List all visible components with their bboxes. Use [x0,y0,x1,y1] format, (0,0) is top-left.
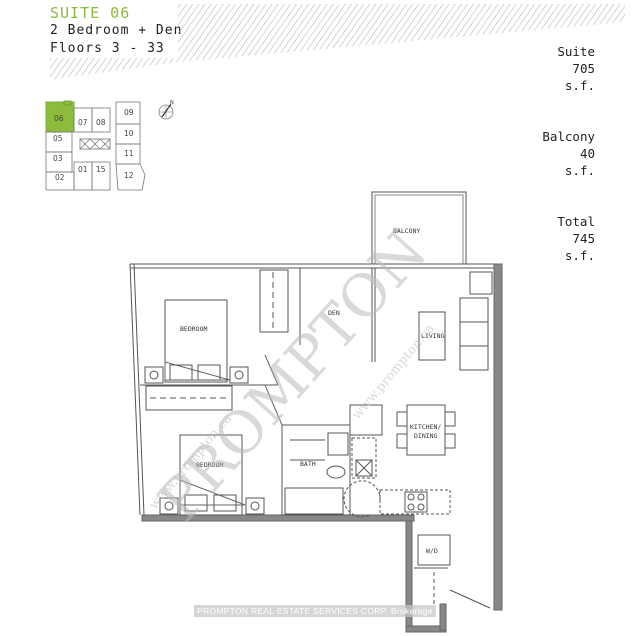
bedroom-2-bed [179,434,243,516]
bath-outline [281,424,351,516]
north-compass-icon: N [158,100,174,120]
cooktop [404,491,428,513]
key-plan-labels: 06 07 08 09 10 05 03 11 02 01 15 12 [53,108,134,182]
svg-text:08: 08 [96,118,106,127]
area-summary: Suite 705 s.f. Balcony 40 s.f. Total 745… [495,26,595,281]
unit-type: 2 Bedroom + Den [50,23,183,38]
svg-text:06: 06 [54,114,64,123]
label-kitchen: KITCHEN/ [410,423,441,431]
svg-text:10: 10 [124,129,134,138]
svg-text:03: 03 [53,154,63,163]
svg-text:11: 11 [124,149,134,158]
suite-title: SUITE 06 [50,4,131,22]
brokerage-footer: PROMPTON REAL ESTATE SERVICES CORP. Brok… [194,605,436,617]
coffee-table [418,311,446,361]
bath-sink [327,432,349,456]
area-row-total: Total 745 s.f. [557,214,595,263]
label-bedroom-1: BEDROOM [180,325,207,333]
svg-text:02: 02 [55,173,65,182]
svg-text:01: 01 [78,165,88,174]
tv-unit [469,271,493,295]
dining-table [406,404,446,456]
svg-text:05: 05 [53,134,63,143]
svg-text:15: 15 [96,165,106,174]
toilet [326,465,346,479]
floor-plan [129,191,503,633]
bedroom-1-bed [164,299,228,383]
label-living: LIVING [421,332,445,340]
header-hatch-band [50,4,625,80]
sofa [459,297,489,371]
svg-text:12: 12 [124,171,134,180]
area-row-suite: Suite 705 s.f. [557,44,595,93]
washer-dryer [417,534,451,566]
label-balcony: BALCONY [393,227,420,235]
label-den: DEN [328,309,340,317]
floors-range: Floors 3 - 33 [50,41,165,56]
label-bath: BATH [300,460,316,468]
area-row-balcony: Balcony 40 s.f. [542,129,595,178]
suite-header: SUITE 06 2 Bedroom + Den Floors 3 - 33 [50,4,182,58]
label-bedroom-2: BEDROOM [196,461,223,469]
svg-text:07: 07 [78,118,88,127]
svg-text:09: 09 [124,108,134,117]
label-wd: W/D [426,547,438,555]
key-plan [45,100,146,191]
svg-text:N: N [170,100,174,106]
bathtub [284,487,344,515]
label-dining: DINING [414,432,438,440]
